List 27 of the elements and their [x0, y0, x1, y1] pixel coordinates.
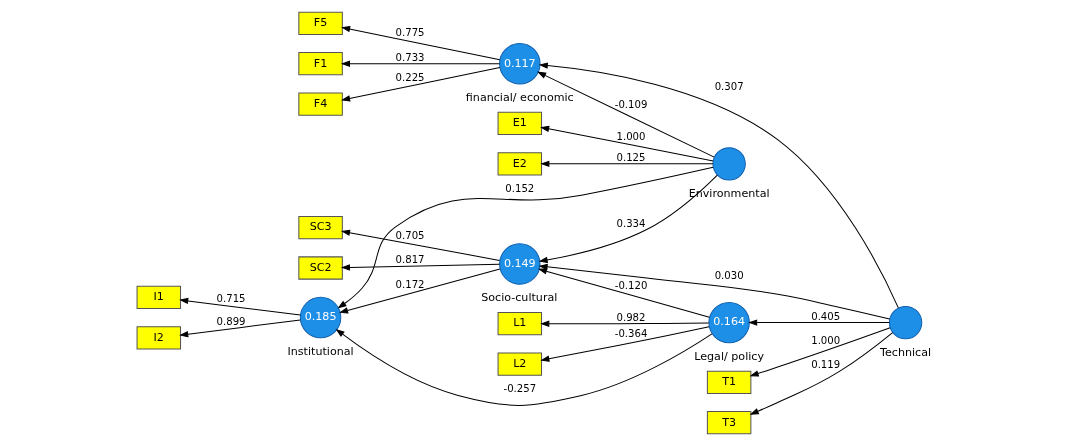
edge-label: -0.120	[614, 280, 648, 292]
edge-label: 0.982	[616, 311, 646, 323]
edge-label: 1.000	[616, 130, 646, 142]
edge-label: 0.119	[811, 359, 841, 371]
edge-label: 0.172	[395, 279, 425, 291]
edge-label: 0.307	[714, 81, 744, 93]
edge-label: 0.715	[216, 293, 246, 305]
edge-label: 0.705	[395, 229, 425, 241]
node-label: financial/ economic	[465, 90, 574, 104]
edge-label: 0.334	[616, 217, 646, 229]
edge-label: 0.775	[395, 27, 425, 39]
edge-label: 0.225	[395, 71, 425, 83]
edge-label: 1.000	[811, 334, 841, 346]
edge-label: 0.125	[616, 151, 646, 163]
edge-label: 0.817	[395, 253, 425, 265]
edge-label: 0.030	[714, 270, 744, 282]
edge-label: -0.364	[614, 327, 648, 339]
edge-label: -0.109	[614, 99, 648, 111]
edge-label: 0.733	[395, 51, 425, 63]
edge-label: -0.257	[503, 383, 537, 395]
node-label: Socio-cultural	[481, 291, 558, 305]
edge-label: 0.405	[811, 310, 841, 322]
node-label: Legal/ policy	[694, 349, 765, 363]
node-label: Technical	[880, 345, 932, 359]
edge-label: 0.899	[216, 315, 246, 327]
node-label: Institutional	[287, 344, 354, 358]
edge-label: 0.152	[505, 183, 535, 195]
